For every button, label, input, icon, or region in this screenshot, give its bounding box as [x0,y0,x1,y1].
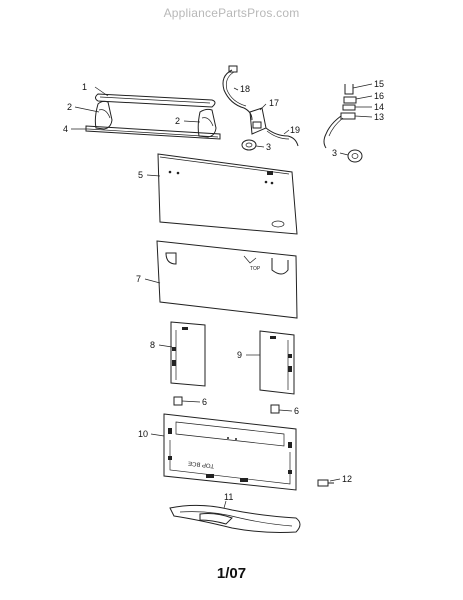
callout-13: 13 [374,112,384,122]
callout-17: 17 [269,98,279,108]
part-5-front-panel [157,153,298,235]
part-1-handle-bar [95,93,216,108]
part-2-end-cap-left [94,100,113,130]
callout-5: 5 [138,170,143,180]
callout-12: 12 [342,474,352,484]
part-6-clip-right [270,404,280,414]
part-2-end-cap-right [197,108,217,138]
leader-lines [71,83,373,509]
part-4-trim-strip [85,125,221,140]
part-10-base-plate [163,413,297,491]
callout-8: 8 [150,340,155,350]
part-12-screw [317,479,334,487]
part10-stamp-marking: TOP BCE [188,460,215,469]
part-6-clip-left [173,396,183,406]
part-17-switch-bracket [249,107,267,135]
part-3-knob-lower [347,149,363,163]
callout-3-lower: 3 [332,148,337,158]
watermark: AppliancePartsPros.com [163,6,300,20]
callout-14: 14 [374,102,384,112]
part-11-bottom-trim [169,504,301,533]
part-16-connector [343,96,357,104]
part-14-terminal [342,104,356,111]
callout-11: 11 [224,492,233,502]
part7-top-marking: TOP [250,266,261,272]
part-9-right-bracket [259,330,295,395]
callout-2-right: 2 [175,116,180,126]
callout-4: 4 [63,124,68,134]
page-number: 1/07 [216,565,247,582]
callout-10: 10 [138,429,148,439]
callout-18: 18 [240,84,250,94]
callout-3-upper: 3 [266,142,271,152]
callout-6-right: 6 [294,406,299,416]
callout-6-left: 6 [202,397,207,407]
part-15-clip [344,84,354,95]
part-19-cable [265,127,299,147]
callout-2-left: 2 [67,102,72,112]
callout-9: 9 [237,350,242,360]
part-8-left-bracket [170,321,206,387]
part-13-plug-wire [323,112,356,149]
part-3-knob-upper [241,139,257,151]
callout-16: 16 [374,91,384,101]
callout-7: 7 [136,274,141,284]
part-7-back-panel [156,240,298,319]
callout-15: 15 [374,79,384,89]
callout-1: 1 [82,82,87,92]
callout-19: 19 [290,125,300,135]
